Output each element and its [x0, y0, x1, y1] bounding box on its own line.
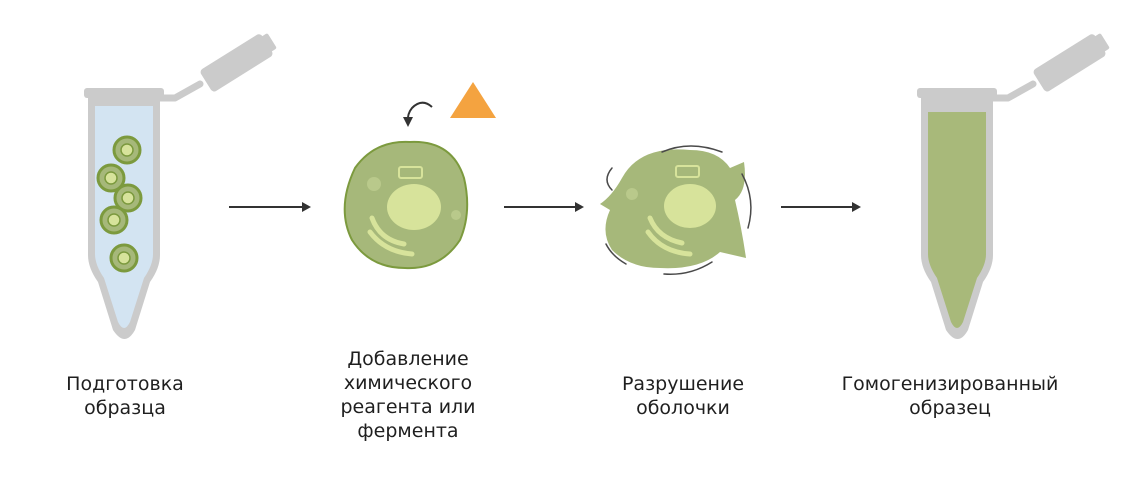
caption-line: образца [84, 397, 166, 419]
step-caption-add-reagent: Добавление химического реагента или ферм… [318, 347, 498, 443]
caption-line: Разрушение [621, 373, 745, 395]
step-caption-sample-prep: Подготовка образца [45, 372, 205, 420]
caption-line: образец [909, 397, 991, 419]
right-arrow-icon [504, 202, 584, 212]
tube-with-cells-icon [84, 33, 277, 339]
cell-icon [112, 135, 142, 165]
step-caption-membrane-disruption: Разрушение оболочки [598, 372, 768, 420]
caption-line: Гомогенизированный [841, 373, 1059, 395]
caption-line: фермента [357, 420, 459, 442]
cell-icon [99, 205, 129, 235]
cell-icon [113, 183, 143, 213]
intact-cell-icon [343, 140, 469, 270]
caption-line: оболочки [636, 397, 730, 419]
triangle-reagent-icon [450, 82, 496, 118]
rotation-arrow-icon [403, 101, 433, 127]
caption-line: реагента или [340, 396, 476, 418]
cell-icon [96, 163, 126, 193]
right-arrow-icon [229, 202, 311, 212]
disrupted-cell-icon [600, 145, 752, 275]
caption-line: Подготовка [66, 373, 184, 395]
right-arrow-icon [781, 202, 861, 212]
caption-line: Добавление [347, 348, 469, 370]
step-caption-homogenized-sample: Гомогенизированный образец [800, 372, 1100, 420]
cell-icon [109, 243, 139, 273]
tube-with-homogenate-icon [917, 33, 1110, 339]
caption-line: химического [343, 372, 473, 394]
